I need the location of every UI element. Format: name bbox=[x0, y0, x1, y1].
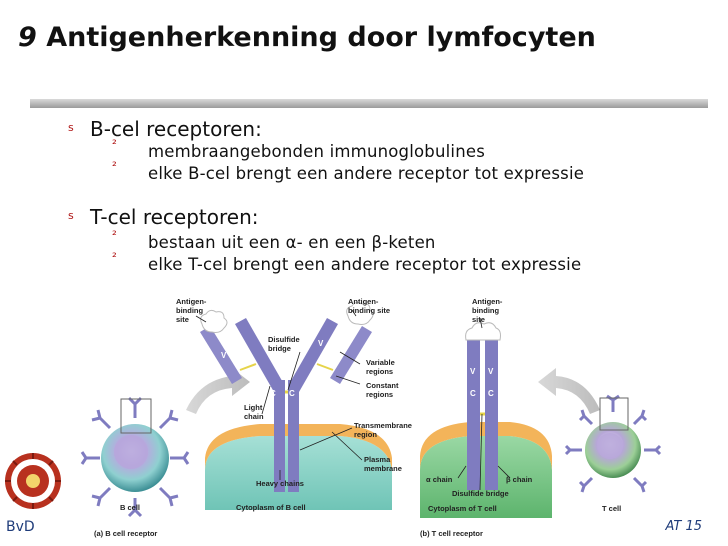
label-antigen-binding-site-t: binding bbox=[472, 306, 499, 315]
sub-bullet: ² bestaan uit een α- en een β-keten bbox=[112, 228, 436, 252]
sub-bullet: ² elke B-cel brengt een andere receptor … bbox=[112, 159, 585, 183]
label-antigen-binding-site-b: Antigen- bbox=[176, 297, 207, 306]
label-cytoplasm-b: Cytoplasm of B cell bbox=[236, 503, 306, 512]
t-receptor-region-letters: V V C C bbox=[470, 367, 494, 398]
b-cell-illustration bbox=[80, 396, 190, 518]
region-letter-v: V bbox=[470, 367, 476, 376]
region-letter-c: C bbox=[318, 371, 324, 380]
bullet-t-cel: s T-cel receptoren: bbox=[68, 205, 259, 229]
slide-title-text: Antigenherkenning door lymfocyten bbox=[46, 22, 596, 53]
label-transmembrane-region: region bbox=[354, 430, 377, 439]
university-seal-logo bbox=[5, 453, 61, 509]
label-constant-regions: Constant bbox=[366, 381, 399, 390]
label-antigen-binding-site-t: Antigen- bbox=[472, 297, 503, 306]
footer-slide-code: AT 15 bbox=[665, 519, 702, 534]
label-alpha-chain: α chain bbox=[426, 475, 453, 484]
region-letter-c: C bbox=[245, 371, 251, 380]
sub-bullet-marker: ² bbox=[112, 137, 118, 151]
region-letter-c: C bbox=[289, 389, 295, 398]
zoom-arrow-right bbox=[538, 368, 600, 414]
label-antigen-binding-site-t: site bbox=[472, 315, 485, 324]
label-plasma-membrane: membrane bbox=[364, 464, 402, 473]
region-letter-v: V bbox=[488, 367, 494, 376]
sub-bullet-marker: ² bbox=[112, 228, 118, 242]
bullet-marker: s bbox=[68, 121, 74, 134]
figure-labels: Antigen- binding site Antigen- binding s… bbox=[94, 297, 621, 538]
label-plasma-membrane: Plasma bbox=[364, 455, 391, 464]
slide-title: 9 Antigenherkenning door lymfocyten bbox=[18, 22, 596, 53]
label-heavy-chains: Heavy chains bbox=[256, 479, 304, 488]
label-t-cell: T cell bbox=[602, 504, 621, 513]
caption-t-cell-receptor: (b) T cell receptor bbox=[420, 529, 483, 538]
bullet-marker: s bbox=[68, 209, 74, 222]
sub-bullet-text: elke T-cel brengt een andere receptor to… bbox=[148, 255, 582, 274]
label-light-chain: chain bbox=[244, 412, 264, 421]
caption-b-cell-receptor: (a) B cell receptor bbox=[94, 529, 157, 538]
b-cell-receptor bbox=[200, 301, 374, 492]
region-letter-v: V bbox=[233, 345, 239, 354]
label-disulfide-bridge: bridge bbox=[268, 344, 291, 353]
title-divider bbox=[30, 99, 708, 108]
region-letter-v: V bbox=[221, 351, 227, 360]
region-letter-c: C bbox=[270, 389, 276, 398]
b-cell-membrane bbox=[205, 424, 392, 470]
label-b-cell: B cell bbox=[120, 503, 140, 512]
region-letter-v: V bbox=[318, 339, 324, 348]
region-letter-c: C bbox=[470, 389, 476, 398]
label-antigen-binding-site-b2: binding site bbox=[348, 306, 390, 315]
slide-number: 9 bbox=[18, 22, 37, 53]
label-variable-regions: regions bbox=[366, 367, 393, 376]
label-cytoplasm-t: Cytoplasm of T cell bbox=[428, 504, 497, 513]
sub-bullet: ² elke T-cel brengt een andere receptor … bbox=[112, 250, 582, 274]
zoom-arrow-left bbox=[186, 368, 250, 414]
bullet-label: T-cel receptoren: bbox=[90, 205, 259, 229]
label-antigen-binding-site-b: site bbox=[176, 315, 189, 324]
bullet-label: B-cel receptoren: bbox=[90, 117, 262, 141]
label-disulfide-bridge-t: Disulfide bridge bbox=[452, 489, 509, 498]
label-disulfide-bridge: Disulfide bbox=[268, 335, 300, 344]
t-cell-receptor bbox=[465, 322, 501, 490]
label-variable-regions: Variable bbox=[366, 358, 395, 367]
t-cell-illustration bbox=[564, 394, 662, 493]
label-antigen-binding-site-b: binding bbox=[176, 306, 203, 315]
label-antigen-binding-site-b2: Antigen- bbox=[348, 297, 379, 306]
sub-bullet-marker: ² bbox=[112, 250, 118, 264]
label-transmembrane-region: Transmembrane bbox=[354, 421, 412, 430]
footer-author: BvD bbox=[6, 519, 35, 535]
region-letter-c: C bbox=[488, 389, 494, 398]
sub-bullet-marker: ² bbox=[112, 159, 118, 173]
sub-bullet: ² membraangebonden immunoglobulines bbox=[112, 137, 486, 161]
label-light-chain: Light bbox=[244, 403, 263, 412]
sub-bullet-text: elke B-cel brengt een andere receptor to… bbox=[148, 164, 585, 183]
t-cell-membrane bbox=[420, 422, 552, 470]
sub-bullet-text: membraangebonden immunoglobulines bbox=[148, 142, 486, 161]
label-constant-regions: regions bbox=[366, 390, 393, 399]
sub-bullet-text: bestaan uit een α- en een β-keten bbox=[148, 233, 436, 252]
label-beta-chain: β chain bbox=[506, 475, 533, 484]
leader-lines bbox=[195, 309, 511, 491]
bullet-b-cel: s B-cel receptoren: bbox=[68, 117, 262, 141]
